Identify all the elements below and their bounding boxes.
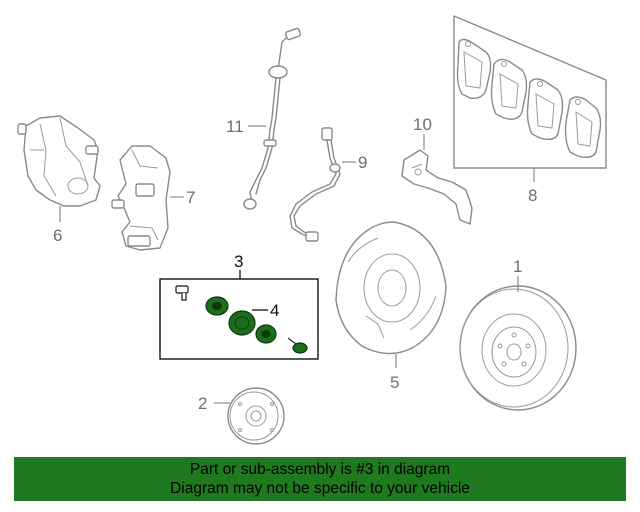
seal-part-4 bbox=[228, 310, 256, 336]
label-3: 3 bbox=[234, 252, 243, 271]
splash-shield-part-5[interactable] bbox=[335, 221, 447, 355]
info-banner: Part or sub-assembly is #3 in diagram Di… bbox=[14, 457, 626, 501]
label-5: 5 bbox=[390, 373, 399, 392]
brake-pads-part-8[interactable] bbox=[453, 15, 607, 169]
label-9: 9 bbox=[358, 153, 367, 172]
brake-rotor-part-1[interactable] bbox=[459, 285, 577, 411]
parts-diagram: 8 6 7 11 9 bbox=[17, 15, 607, 445]
caliper-part-6[interactable] bbox=[17, 115, 101, 207]
label-7: 7 bbox=[186, 188, 195, 207]
label-10: 10 bbox=[413, 115, 432, 134]
guide-bolt-lower bbox=[287, 337, 308, 354]
label-1: 1 bbox=[513, 257, 522, 276]
caliper-hardware-kit-part-3[interactable] bbox=[159, 278, 319, 360]
bushing-left bbox=[205, 296, 229, 316]
hose-bracket-part-10[interactable] bbox=[401, 149, 473, 225]
label-11: 11 bbox=[226, 117, 244, 136]
banner-line-2: Diagram may not be specific to your vehi… bbox=[170, 480, 470, 497]
abs-sensor-part-11[interactable] bbox=[243, 27, 302, 210]
banner-line-1: Part or sub-assembly is #3 in diagram bbox=[189, 461, 451, 478]
label-4: 4 bbox=[270, 301, 279, 320]
caliper-bracket-part-7[interactable] bbox=[111, 145, 171, 251]
label-2: 2 bbox=[198, 394, 207, 413]
brake-hose-part-9[interactable] bbox=[289, 127, 341, 242]
guide-bolt-upper bbox=[175, 285, 189, 301]
bushing-right bbox=[255, 324, 277, 344]
wheel-hub-part-2[interactable] bbox=[227, 387, 285, 445]
label-6: 6 bbox=[53, 226, 62, 245]
label-8: 8 bbox=[528, 186, 537, 205]
